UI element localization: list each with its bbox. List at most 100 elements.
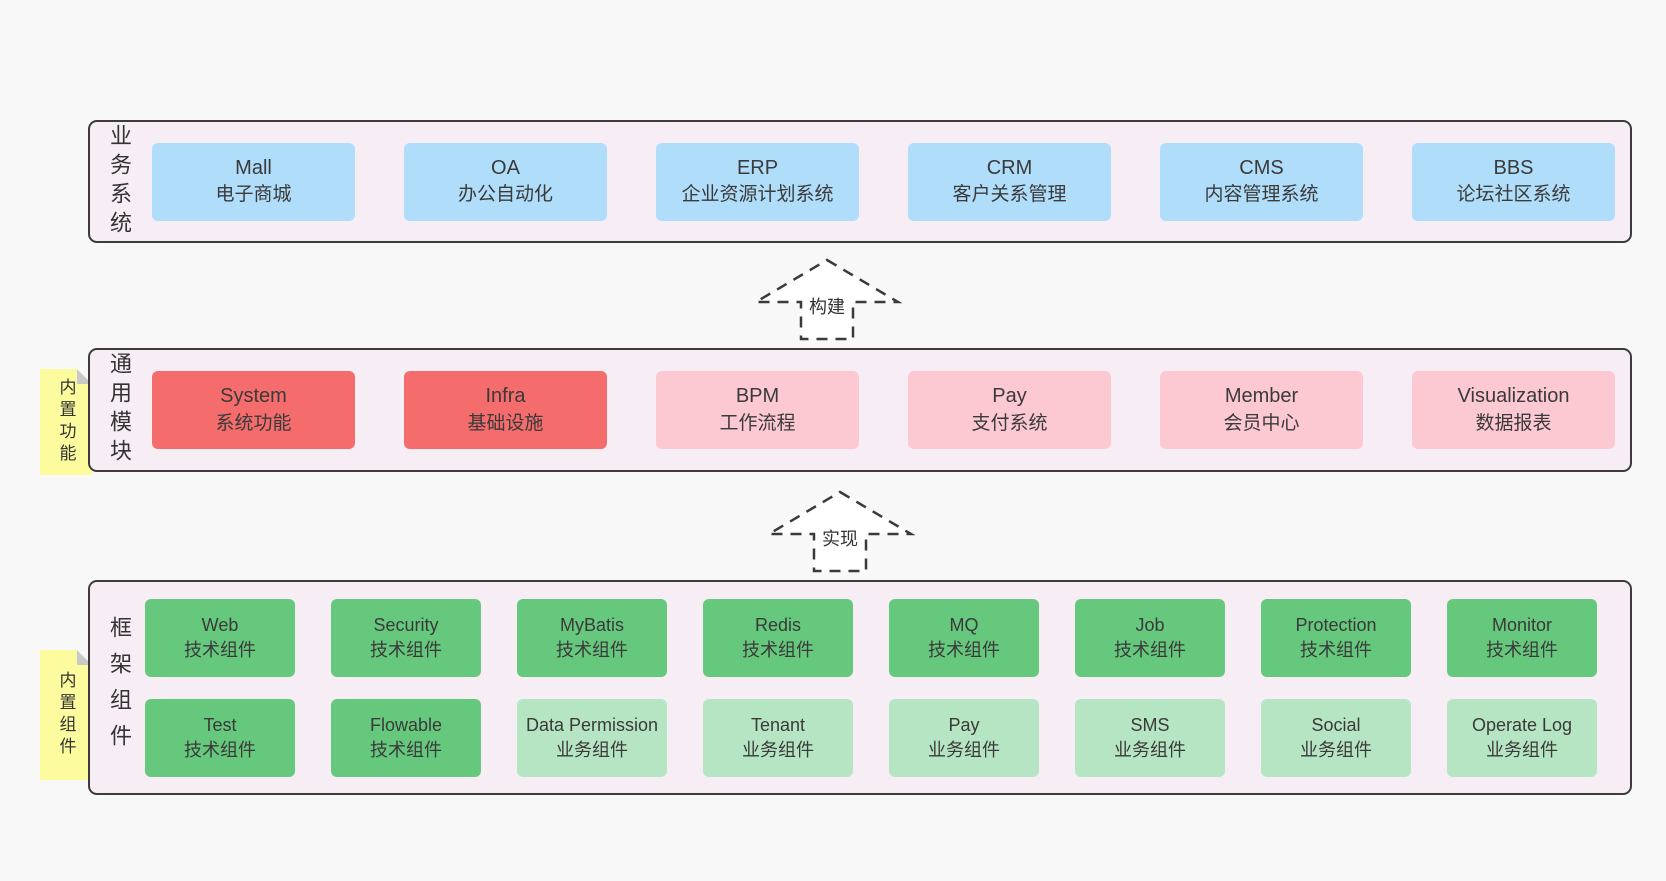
node-title: MyBatis	[559, 615, 624, 636]
node-erp: ERP 企业资源计划系统	[656, 142, 859, 221]
node-protection: Protection 技术组件	[1261, 598, 1411, 677]
node-title: ERP	[736, 156, 779, 179]
node-title: Member	[1224, 385, 1299, 408]
node-subtitle: 会员中心	[1223, 412, 1300, 434]
node-data-permission: Data Permission 业务组件	[517, 698, 667, 777]
node-subtitle: 支付系统	[971, 412, 1048, 434]
node-subtitle: 企业资源计划系统	[681, 184, 834, 206]
node-cms: CMS 内容管理系统	[1160, 142, 1363, 221]
arrow-implement: 实现	[765, 488, 915, 574]
arrow-build-label: 构建	[807, 293, 847, 319]
node-title: System	[220, 385, 287, 408]
node-mq: MQ 技术组件	[889, 598, 1039, 677]
band-framework-components: 框架组件 Web 技术组件 Security 技术组件 MyBatis 技术组件…	[88, 580, 1632, 795]
node-infra: Infra 基础设施	[404, 371, 607, 449]
node-title: Visualization	[1457, 385, 1570, 408]
node-title: CMS	[1239, 156, 1284, 179]
node-bpm: BPM 工作流程	[656, 371, 859, 449]
node-title: Test	[203, 715, 237, 736]
sticky-note-label: 内置功能	[56, 378, 76, 466]
node-redis: Redis 技术组件	[703, 598, 853, 677]
node-subtitle: 业务组件	[1486, 739, 1558, 760]
node-subtitle: 业务组件	[556, 739, 628, 760]
band-label-business-systems: 业务系统	[107, 123, 132, 240]
node-tenant: Tenant 业务组件	[703, 698, 853, 777]
node-title: Security	[373, 615, 439, 636]
node-title: Monitor	[1491, 615, 1553, 636]
node-subtitle: 系统功能	[215, 412, 292, 434]
sticky-note-label: 内置组件	[56, 671, 76, 759]
node-title: Social	[1311, 715, 1361, 736]
band-common-modules: 通用模块 System 系统功能 Infra 基础设施 BPM 工作流程 Pay…	[88, 348, 1632, 472]
band-label-common-modules: 通用模块	[107, 352, 132, 468]
node-subtitle: 业务组件	[742, 739, 814, 760]
node-subtitle: 技术组件	[1114, 639, 1186, 660]
node-monitor: Monitor 技术组件	[1447, 598, 1597, 677]
node-bbs: BBS 论坛社区系统	[1412, 142, 1615, 221]
node-title: CRM	[986, 156, 1033, 179]
node-subtitle: 电子商城	[215, 184, 292, 206]
node-subtitle: 办公自动化	[457, 184, 553, 206]
node-subtitle: 业务组件	[1114, 739, 1186, 760]
node-subtitle: 技术组件	[1300, 639, 1372, 660]
node-system: System 系统功能	[152, 371, 355, 449]
arrow-build: 构建	[752, 256, 902, 342]
node-crm: CRM 客户关系管理	[908, 142, 1111, 221]
node-visualization: Visualization 数据报表	[1412, 371, 1615, 449]
band-nodes: Web 技术组件 Security 技术组件 MyBatis 技术组件 Redi…	[145, 582, 1597, 793]
node-subtitle: 业务组件	[1300, 739, 1372, 760]
node-title: Redis	[754, 615, 802, 636]
node-title: SMS	[1130, 715, 1170, 736]
node-title: Pay	[992, 385, 1027, 408]
node-social: Social 业务组件	[1261, 698, 1411, 777]
node-row: Mall 电子商城 OA 办公自动化 ERP 企业资源计划系统 CRM 客户关系…	[152, 142, 1615, 221]
node-subtitle: 业务组件	[928, 739, 1000, 760]
node-pay-component: Pay 业务组件	[889, 698, 1039, 777]
node-subtitle: 技术组件	[742, 639, 814, 660]
node-subtitle: 论坛社区系统	[1456, 184, 1571, 206]
node-pay-module: Pay 支付系统	[908, 371, 1111, 449]
node-title: Infra	[485, 385, 526, 408]
node-subtitle: 基础设施	[467, 412, 544, 434]
sticky-note-built-in-components: 内置组件	[40, 650, 92, 780]
node-title: MQ	[949, 615, 979, 636]
band-business-systems: 业务系统 Mall 电子商城 OA 办公自动化 ERP 企业资源计划系统 CRM…	[88, 120, 1632, 243]
node-title: Data Permission	[525, 715, 659, 736]
node-mall: Mall 电子商城	[152, 142, 355, 221]
node-sms: SMS 业务组件	[1075, 698, 1225, 777]
node-member: Member 会员中心	[1160, 371, 1363, 449]
node-subtitle: 技术组件	[370, 739, 442, 760]
node-title: BBS	[1493, 156, 1534, 179]
node-subtitle: 技术组件	[1486, 639, 1558, 660]
node-subtitle: 技术组件	[556, 639, 628, 660]
node-title: Pay	[948, 715, 980, 736]
node-title: Job	[1135, 615, 1165, 636]
node-operate-log: Operate Log 业务组件	[1447, 698, 1597, 777]
node-flowable: Flowable 技术组件	[331, 698, 481, 777]
arrow-implement-label: 实现	[820, 525, 860, 551]
node-title: BPM	[735, 385, 780, 408]
node-subtitle: 技术组件	[928, 639, 1000, 660]
band-label-framework-components: 框架组件	[107, 615, 132, 760]
node-title: OA	[491, 156, 520, 179]
node-subtitle: 数据报表	[1475, 412, 1552, 434]
node-title: Operate Log	[1471, 715, 1573, 736]
node-subtitle: 技术组件	[184, 639, 256, 660]
node-subtitle: 工作流程	[719, 412, 796, 434]
node-row: System 系统功能 Infra 基础设施 BPM 工作流程 Pay 支付系统…	[152, 371, 1615, 449]
node-security: Security 技术组件	[331, 598, 481, 677]
node-row: Test 技术组件 Flowable 技术组件 Data Permission …	[145, 698, 1597, 777]
node-title: Tenant	[750, 715, 806, 736]
node-subtitle: 技术组件	[184, 739, 256, 760]
node-title: Flowable	[369, 715, 443, 736]
node-web: Web 技术组件	[145, 598, 295, 677]
band-nodes: System 系统功能 Infra 基础设施 BPM 工作流程 Pay 支付系统…	[152, 350, 1615, 470]
node-title: Mall	[235, 156, 272, 179]
node-row: Web 技术组件 Security 技术组件 MyBatis 技术组件 Redi…	[145, 598, 1597, 677]
node-subtitle: 技术组件	[370, 639, 442, 660]
node-test: Test 技术组件	[145, 698, 295, 777]
node-title: Web	[201, 615, 239, 636]
node-subtitle: 内容管理系统	[1204, 184, 1319, 206]
sticky-note-built-in-features: 内置功能	[40, 369, 92, 475]
